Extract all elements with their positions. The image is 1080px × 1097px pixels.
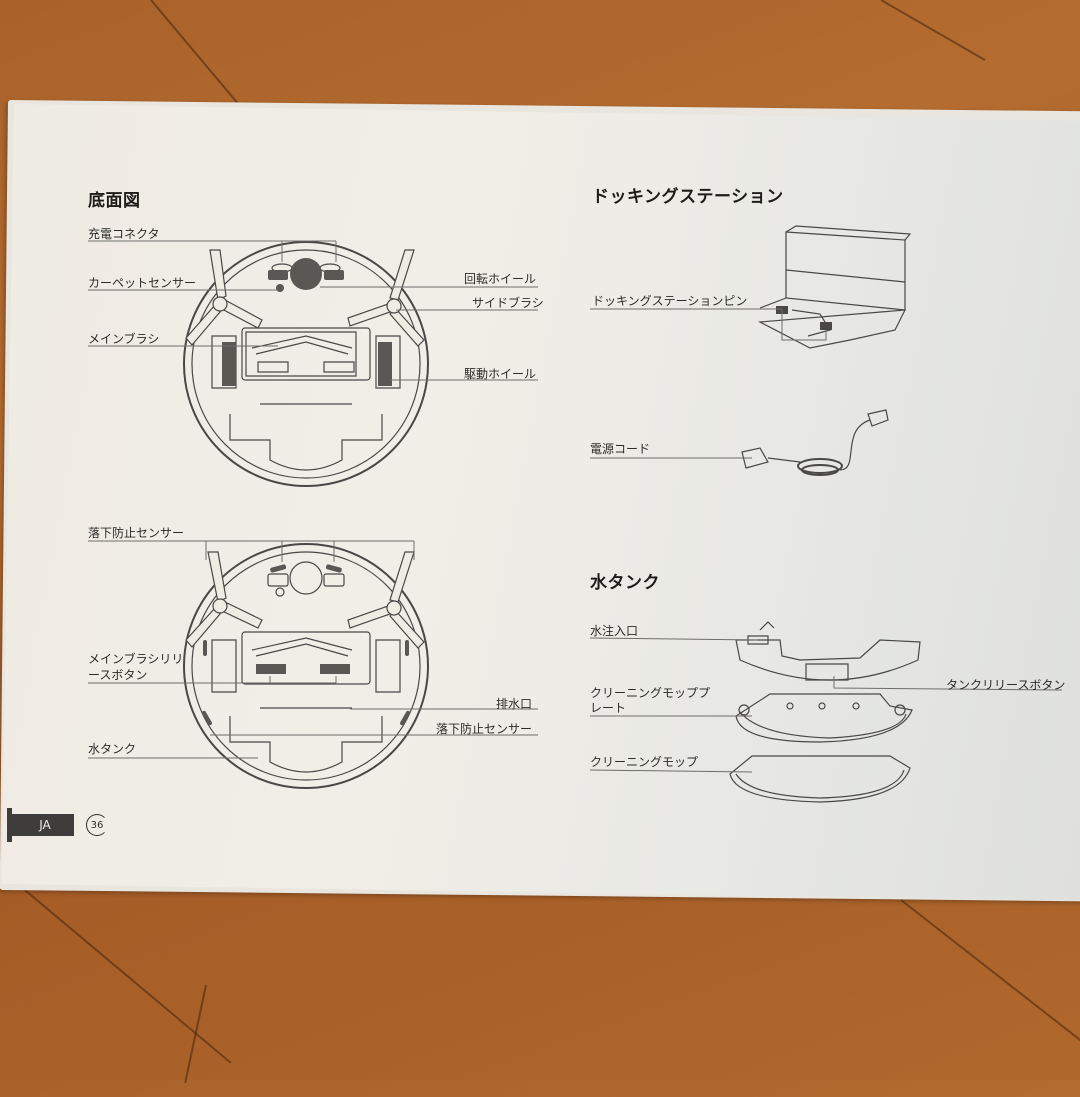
label-main-brush: メインブラシ [88,332,160,346]
label-tank-release-button: タンクリリースボタン [946,678,1066,692]
water-tank-title: 水タンク [590,573,660,593]
label-power-cord: 電源コード [590,442,651,456]
label-drive-wheel: 駆動ホイール [464,367,537,381]
manual-page: 底面図 [1,104,1080,901]
label-drain-port: 排水口 [496,697,533,711]
label-water-tank: 水タンク [88,742,137,756]
label-swivel-wheel: 回転ホイール [464,272,537,286]
label-cliff-sensor-right: 落下防止センサー [436,722,533,736]
label-water-inlet: 水注入口 [590,624,639,638]
label-carpet-sensor: カーペットセンサー [88,276,197,290]
label-charging-connector: 充電コネクタ [88,227,160,241]
docking-station-title: ドッキングステーション [592,187,784,207]
label-side-brush: サイドブラシ [472,296,544,310]
label-cleaning-mop: クリーニングモップ [590,755,699,769]
language-tab: JA [10,814,74,836]
page-number-badge: 36 [86,814,108,836]
label-main-brush-release-1: メインブラシリリ [88,652,184,666]
label-cliff-sensor-top: 落下防止センサー [88,526,185,540]
label-main-brush-release-2: ースボタン [88,668,148,682]
page-number: 36 [90,819,104,831]
label-mop-plate-2: レート [590,701,627,715]
language-tab-label: JA [39,818,51,832]
label-docking-pins: ドッキングステーションピン [592,294,748,308]
